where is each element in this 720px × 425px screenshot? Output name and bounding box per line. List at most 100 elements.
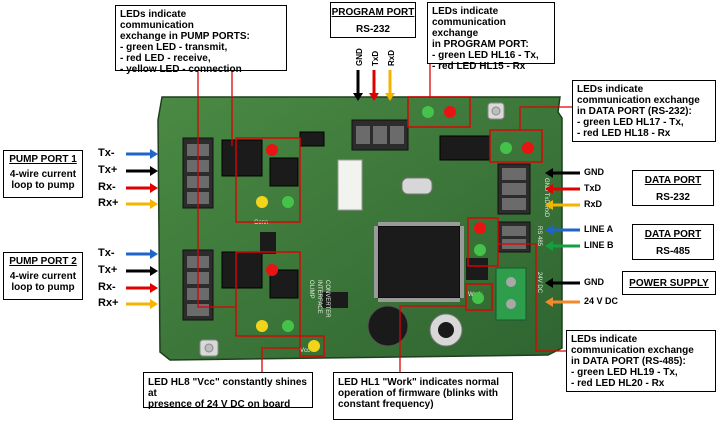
pump-port-1-box: PUMP PORT 1 4-wire current loop to pump [3, 150, 83, 198]
data-port-485-connector [497, 221, 531, 253]
rs232-chip [439, 135, 491, 161]
led-yellow [256, 196, 268, 208]
pump1-signal-tx-plus: Tx+ [98, 164, 118, 176]
callout-line: LED HL1 "Work" indicates normal [338, 377, 499, 388]
led-highlight-boxes [235, 96, 543, 357]
pump-port-1-line1: 4-wire current [9, 169, 77, 180]
program-signal-rxd: RxD [387, 50, 396, 66]
callout-line: communication exchange [577, 95, 700, 106]
led-yellow [256, 320, 268, 332]
capacitors [367, 305, 463, 347]
pump-port-2-box: PUMP PORT 2 4-wire current loop to pump [3, 252, 83, 300]
callout-item: - red LED - receive, [120, 53, 211, 64]
silk-olimp: OLIMP [308, 280, 314, 299]
pointer-lines [197, 63, 572, 372]
data485-signal-line-a: LINE A [584, 224, 614, 234]
pump-port-2-line2: loop to pump [11, 282, 75, 293]
data-port-485-subtitle: RS-485 [656, 246, 690, 257]
pump2-signal-tx-plus: Tx+ [98, 264, 118, 276]
data485-signal-line-b: LINE B [584, 240, 614, 250]
data-port-232-arrows [545, 168, 580, 210]
program-port-connector [351, 119, 409, 151]
callout-item: - green LED HL19 - Tx, [571, 367, 678, 378]
led-hl8 [308, 340, 320, 352]
led-hl18 [522, 142, 534, 154]
data-port-485-box: DATA PORT RS-485 [632, 224, 714, 260]
led-hl16 [422, 106, 434, 118]
callout-line: in PROGRAM PORT: [432, 39, 529, 50]
silk-pins-232: GND TxD RxD [543, 178, 549, 218]
callout-data485-leds: LEDs indicate communication exchange in … [566, 330, 716, 392]
data-port-232-subtitle: RS-232 [656, 192, 690, 203]
mounting-holes [199, 102, 505, 357]
callout-line: LEDs indicate [432, 6, 499, 17]
callout-line: communication [120, 20, 194, 31]
callout-pump-leds: LEDs indicate communication exchange in … [115, 5, 287, 75]
power-connector [495, 267, 527, 321]
pump1-signal-rx-minus: Rx- [98, 181, 116, 193]
callout-line: communication exchange [571, 345, 694, 356]
callout-item: - green LED HL16 - Tx, [432, 50, 539, 61]
callout-program-leds: LEDs indicate communication exchange in … [427, 2, 555, 72]
led-hl17 [500, 142, 512, 154]
pump-port-1-arrows [126, 149, 158, 209]
program-signal-gnd: GND [355, 48, 364, 66]
callout-line: LEDs indicate [577, 84, 644, 95]
silk-vcc: Vcc [300, 348, 310, 354]
callout-line: LED HL8 "Vcc" constantly shines at [148, 377, 307, 399]
callout-line: LEDs indicate [120, 9, 187, 20]
program-port-box: PROGRAM PORT RS-232 [330, 2, 416, 38]
pump-port-2-title: PUMP PORT 2 [9, 256, 77, 267]
pump2-signal-rx-minus: Rx- [98, 281, 116, 293]
pump2-signal-rx-plus: Rx+ [98, 297, 119, 309]
pump-port-2-arrows [126, 249, 158, 309]
pump2-signal-tx-minus: Tx- [98, 247, 115, 259]
callout-hl8: LED HL8 "Vcc" constantly shines at prese… [143, 372, 313, 410]
data-port-485-title: DATA PORT [644, 229, 702, 240]
led-hl20 [474, 222, 486, 234]
callout-line: constant frequency) [338, 399, 434, 410]
power-signal-24vdc: 24 V DC [584, 296, 619, 306]
leds [256, 106, 534, 352]
silk-converter: CONVERTER [324, 280, 330, 318]
callout-item: - red LED HL15 - Rx [432, 61, 526, 72]
callout-line: LEDs indicate [571, 334, 638, 345]
pump1-signal-rx-plus: Rx+ [98, 197, 119, 209]
data232-signal-txd: TxD [584, 183, 602, 193]
callout-item: - green LED HL17 - Tx, [577, 117, 684, 128]
callout-line: operation of firmware (blinks with [338, 388, 499, 399]
program-port-arrows [353, 70, 395, 101]
silk-interface: INTERFACE [316, 280, 322, 314]
pump-port-1-line2: loop to pump [11, 180, 75, 191]
led-hl19 [474, 244, 486, 256]
data-port-232-box: DATA PORT RS-232 [632, 170, 714, 206]
crystal [401, 177, 433, 195]
data232-signal-rxd: RxD [584, 199, 603, 209]
led-hl1 [472, 292, 484, 304]
program-port-subtitle: RS-232 [356, 24, 390, 35]
silk-rs485: RS 485 [536, 226, 542, 247]
led-green [282, 320, 294, 332]
callout-line: in DATA PORT (RS-485): [571, 356, 686, 367]
data-port-232-connector [497, 163, 531, 215]
callout-line: in DATA PORT (RS-232): [577, 106, 692, 117]
callout-line: exchange in PUMP PORTS: [120, 31, 250, 42]
pump-port-2-line1: 4-wire current [9, 271, 77, 282]
led-red [266, 264, 278, 276]
callout-item: - yellow LED - connection [120, 64, 242, 75]
white-header [337, 159, 363, 211]
callout-data232-leds: LEDs indicate communication exchange in … [572, 80, 716, 142]
program-signal-txd: TxD [371, 51, 380, 66]
callout-line: communication exchange [432, 17, 506, 39]
led-red [266, 144, 278, 156]
pump1-signal-tx-minus: Tx- [98, 147, 115, 159]
callout-hl1: LED HL1 "Work" indicates normal operatio… [333, 372, 513, 420]
callout-item: - red LED HL20 - Rx [571, 378, 665, 389]
power-arrows [545, 278, 580, 307]
power-supply-box: POWER SUPPLY [622, 271, 716, 295]
program-port-title: PROGRAM PORT [331, 7, 415, 18]
led-green [282, 196, 294, 208]
callout-item: - red LED HL18 - Rx [577, 128, 671, 139]
pump-port-1-title: PUMP PORT 1 [9, 154, 77, 165]
